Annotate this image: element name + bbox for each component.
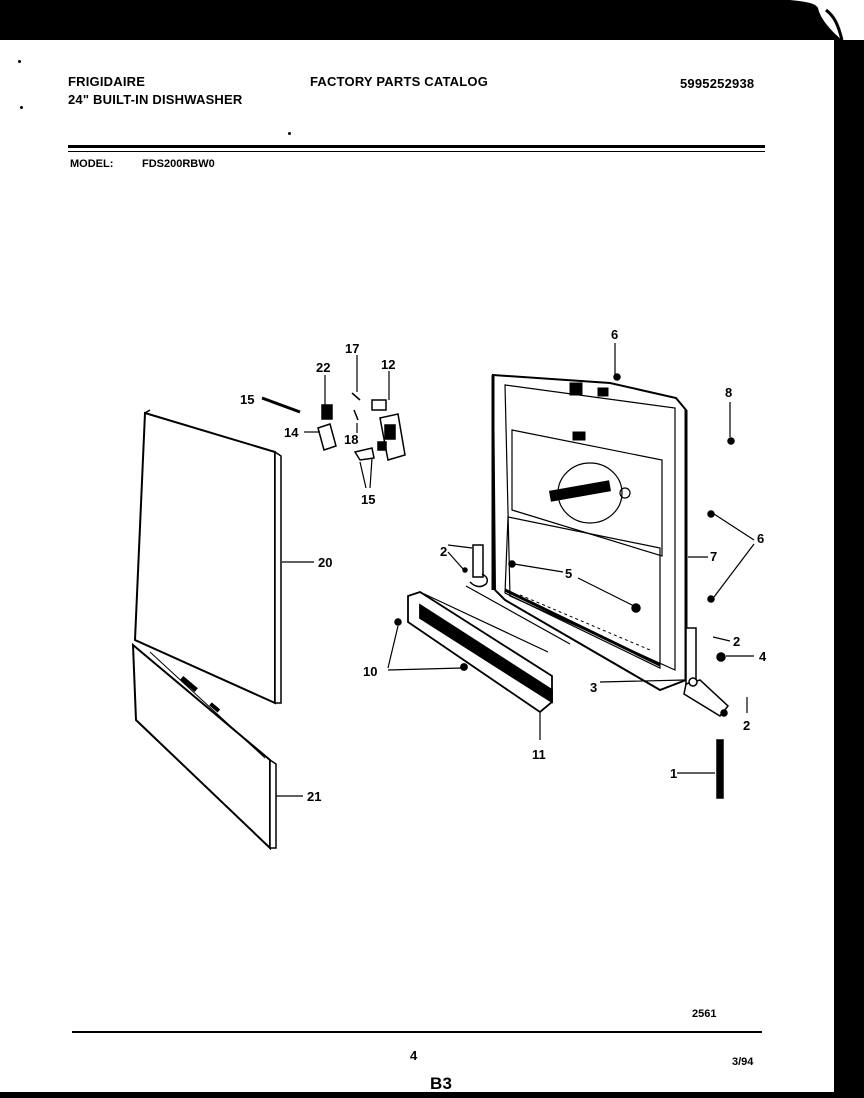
callout-21: 21 [307, 789, 321, 804]
door-bottom-rail [407, 591, 553, 714]
hinge-hardware [394, 373, 735, 799]
callout-22: 22 [316, 360, 330, 375]
catalog-number: 5995252938 [680, 76, 755, 91]
scan-border-right [834, 40, 864, 1098]
callout-7: 7 [710, 549, 717, 564]
callout-leaders [276, 343, 755, 797]
callout-2: 2 [733, 634, 740, 649]
callout-5: 5 [565, 566, 572, 581]
outer-door-panel [133, 409, 282, 705]
callout-17: 17 [345, 341, 359, 356]
page-number: 4 [410, 1048, 418, 1063]
callout-2: 2 [743, 718, 750, 733]
scan-speck [288, 132, 291, 135]
callout-20: 20 [318, 555, 332, 570]
callout-1: 1 [670, 766, 677, 781]
header-rule-top [68, 145, 765, 148]
callout-18: 18 [344, 432, 358, 447]
footer-rule [72, 1031, 762, 1033]
callout-14: 14 [284, 425, 299, 440]
model-label: MODEL: [70, 158, 114, 170]
kick-panel [131, 642, 277, 851]
revision-date: 3/94 [732, 1056, 754, 1068]
callout-12: 12 [381, 357, 395, 372]
scan-border-bottom [0, 1092, 864, 1098]
callout-15: 15 [240, 392, 254, 407]
scan-speck [18, 60, 21, 63]
header-rule-bottom [68, 151, 765, 152]
section-code: B3 [430, 1074, 453, 1093]
callout-4: 4 [759, 649, 767, 664]
model-value: FDS200RBW0 [142, 158, 215, 170]
dispenser-parts-cluster [261, 392, 406, 461]
catalog-title: FACTORY PARTS CATALOG [310, 74, 489, 89]
callout-8: 8 [725, 385, 732, 400]
product-name: 24" BUILT-IN DISHWASHER [68, 92, 243, 107]
callout-labels: 1 2 2 2 3 4 5 6 6 7 8 10 11 12 14 15 15 … [240, 327, 767, 804]
callout-11: 11 [532, 747, 546, 762]
callout-10: 10 [363, 664, 377, 679]
callout-2: 2 [440, 544, 447, 559]
brand-name: FRIGIDAIRE [68, 74, 146, 89]
callout-3: 3 [590, 680, 597, 695]
page-curl-shape [790, 0, 864, 40]
callout-6: 6 [611, 327, 618, 342]
drawing-number: 2561 [692, 1008, 717, 1020]
inner-door-liner [491, 373, 688, 692]
callout-6: 6 [757, 531, 764, 546]
scan-border-top [0, 0, 864, 40]
scan-speck [20, 106, 23, 109]
callout-15: 15 [361, 492, 375, 507]
